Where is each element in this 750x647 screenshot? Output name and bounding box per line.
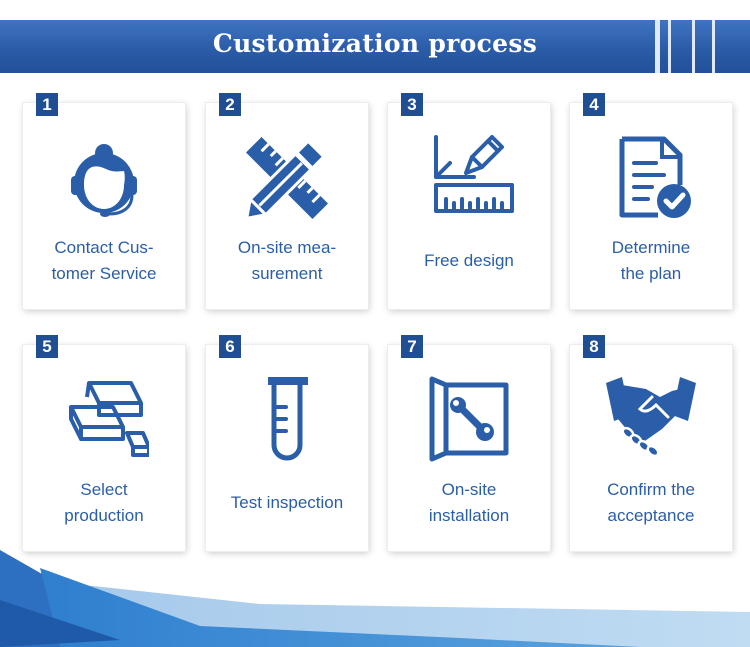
step-card: 2 On-site mea- surement <box>206 93 368 309</box>
ruler-pencil-icon <box>242 133 332 223</box>
step-number-badge: 6 <box>219 335 241 358</box>
banner-stripe <box>668 20 671 73</box>
step-label: Contact Cus- tomer Service <box>51 238 157 283</box>
step-label: Free design <box>424 251 514 270</box>
step-card: 8 Confirm the acceptance <box>570 335 732 551</box>
step-card: 6 Test inspection <box>206 335 368 551</box>
step-number-badge: 8 <box>583 335 605 358</box>
step-number-badge: 3 <box>401 93 423 116</box>
step-label: Confirm the acceptance <box>607 480 695 525</box>
step-label: Select production <box>64 480 144 525</box>
step-label: Test inspection <box>230 493 344 512</box>
design-icon <box>424 133 514 223</box>
step-number-badge: 7 <box>401 335 423 358</box>
banner-stripe <box>712 20 715 73</box>
bottom-wave-decoration <box>0 550 750 647</box>
plan-icon <box>606 133 696 223</box>
step-number-badge: 4 <box>583 93 605 116</box>
banner-stripe <box>655 20 660 73</box>
installation-icon <box>424 375 514 465</box>
step-card: 4 Determine the plan <box>570 93 732 309</box>
step-card: 1 Contact Cus- tomer Service <box>23 93 185 309</box>
step-card: 5 Select production <box>23 335 185 551</box>
step-card: 7 On-site installation <box>388 335 550 551</box>
step-number-badge: 2 <box>219 93 241 116</box>
page-title: Customization process <box>212 29 538 58</box>
step-card: 3 Free design <box>388 93 550 309</box>
step-label: Determine the plan <box>611 238 691 283</box>
banner-stripe <box>692 20 695 73</box>
step-label: On-site mea- surement <box>237 238 337 283</box>
gold-bars-icon <box>59 375 151 465</box>
handshake-icon <box>606 375 696 465</box>
step-label: On-site installation <box>428 480 510 525</box>
test-tube-icon <box>242 375 332 465</box>
customer-service-icon <box>59 133 149 223</box>
step-number-badge: 5 <box>36 335 58 358</box>
title-banner: Customization process <box>0 20 750 73</box>
step-number-badge: 1 <box>36 93 58 116</box>
